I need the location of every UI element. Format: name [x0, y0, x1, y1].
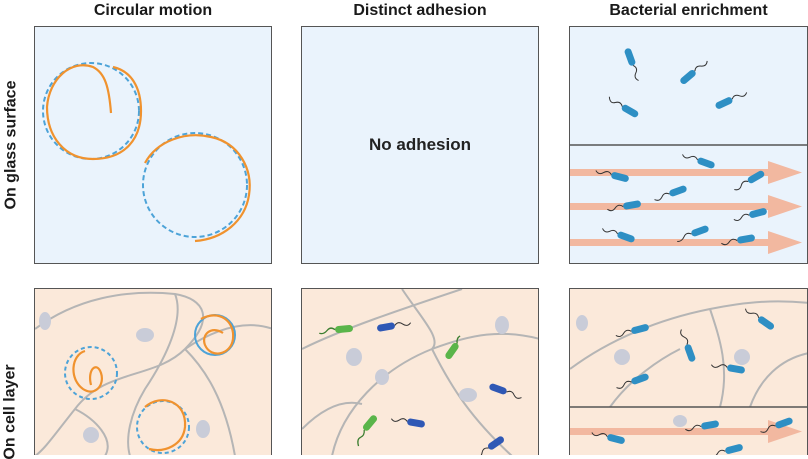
bacterium-icon: [475, 436, 505, 455]
bacterium-icon: [733, 208, 767, 222]
cell-nucleus-icon: [39, 312, 210, 443]
bacterium-icon: [685, 420, 719, 432]
flow-arrow-icon: [570, 231, 802, 254]
bacterium-icon: [616, 373, 649, 389]
col-title-circular-motion: Circular motion: [93, 2, 213, 19]
row-label-cell: On cell layer: [2, 363, 20, 459]
panel-glass-circular: [34, 26, 272, 264]
bacterium-icon: [680, 60, 708, 85]
enrichment-cell-drawing: [570, 300, 807, 455]
orange-trajectory-cell-3: [144, 399, 187, 452]
bacterium-icon: [715, 92, 748, 109]
bacterium-icon: [591, 432, 625, 444]
bacterium-icon: [677, 225, 709, 242]
bacterium-icon: [445, 335, 461, 360]
bacterium-icon: [390, 418, 425, 428]
bacterium-icon: [615, 324, 649, 338]
flow-arrow-icon: [570, 195, 802, 218]
dashed-circle-cell-1: [64, 346, 118, 400]
panel-cell-enrichment: [569, 288, 808, 455]
panel-glass-adhesion: No adhesion: [301, 26, 539, 264]
no-adhesion-label: No adhesion: [368, 135, 471, 154]
bacterium-icon: [710, 364, 745, 374]
col-title-distinct-adhesion: Distinct adhesion: [353, 2, 487, 19]
bacterium-icon: [357, 415, 378, 447]
circular-trajectories-cell: [35, 291, 271, 455]
bacterium-icon: [624, 48, 639, 81]
row-label-glass: On glass surface: [2, 80, 20, 210]
bacterium-icon: [654, 185, 687, 201]
panel-glass-enrichment: [569, 26, 808, 264]
cell-nucleus-icon: [576, 315, 750, 427]
bacterium-icon: [682, 154, 715, 169]
orange-trajectory-1: [45, 64, 143, 161]
panel-cell-circular: [34, 288, 272, 455]
flow-arrow-icon: [570, 161, 802, 184]
adhesion-cell-drawing: [302, 289, 538, 455]
orange-trajectory-cell-1: [72, 349, 103, 393]
cell-outlines: [35, 291, 271, 455]
orange-trajectory-2: [144, 134, 251, 243]
bacterium-icon: [680, 329, 696, 362]
cell-outlines: [570, 300, 807, 408]
col-title-bacterial-enrichment: Bacterial enrichment: [609, 2, 768, 19]
circular-trajectories-glass: [42, 62, 251, 243]
bacterium-icon: [595, 170, 629, 182]
dashed-circle-2: [142, 132, 248, 238]
bacterium-icon: [721, 234, 755, 246]
bacterium-icon: [760, 417, 793, 433]
cell-nucleus-icon: [346, 316, 509, 402]
bacterium-icon: [602, 228, 635, 243]
panel-cell-adhesion: [301, 288, 539, 455]
enrichment-glass-drawing: [570, 48, 807, 254]
cell-outlines: [302, 289, 538, 455]
bacterium-icon: [734, 170, 765, 191]
bacterium-icon: [319, 325, 353, 335]
bacterium-icon: [377, 322, 412, 332]
bacterium-icon: [709, 444, 743, 455]
bacterium-icon: [607, 200, 641, 212]
bacterium-icon: [489, 383, 522, 399]
bacterium-icon: [608, 96, 639, 118]
orange-trajectory-cell-2: [200, 314, 235, 355]
bacterium-icon: [745, 308, 775, 330]
